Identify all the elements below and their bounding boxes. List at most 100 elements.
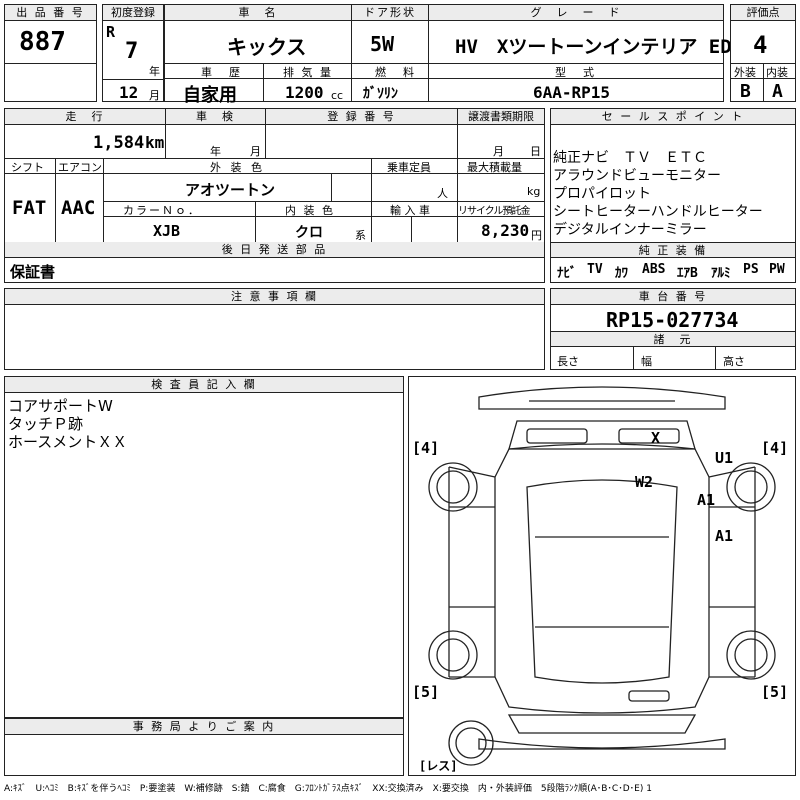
door-type: 5W	[370, 32, 395, 56]
capacity-unit: 人	[437, 187, 448, 200]
damage-mark: A1	[715, 527, 734, 545]
displacement: 1200	[285, 83, 324, 102]
displacement-label: 排 気 量	[283, 66, 333, 79]
tire-rl: [5]	[412, 683, 440, 701]
grade-label: グ レ ー ド	[428, 5, 723, 21]
mileage-unit: km	[145, 133, 165, 152]
sales-line: プロパイロット	[553, 186, 651, 202]
fuel-label: 燃 料	[375, 66, 417, 79]
reg-year: 7	[125, 39, 139, 64]
spare-tire-label: [レス]	[419, 759, 458, 773]
mileage: 1,584	[93, 133, 145, 153]
ac: AAC	[61, 197, 96, 219]
shift-label: シフト	[11, 161, 44, 174]
car-info-box: 車 名 ドア形状 グ レ ー ド キックス 5W HV Xツートーンインテリア …	[164, 4, 732, 106]
first-reg-label: 初度登録	[103, 5, 163, 21]
lot-number: 887	[19, 27, 66, 57]
equip-item: TV	[587, 262, 603, 277]
later-parts-label: 後 日 発 送 部 品	[5, 242, 544, 258]
capacity-label: 乗車定員	[387, 161, 431, 174]
intcolor-label: 内 装 色	[285, 204, 335, 217]
sales-label: セ ー ル ス ポ イ ン ト	[551, 109, 795, 125]
inspector-line: コアサポートW	[8, 397, 113, 415]
model-label: 型 式	[555, 66, 597, 79]
ext-color: アオツートン	[185, 181, 276, 199]
era: R	[106, 23, 116, 41]
inspector-line: ホースメントＸＸ	[8, 433, 128, 451]
ext-label: 外装	[734, 66, 756, 79]
office-label: 事 務 局 よ り ご 案 内	[5, 719, 403, 735]
chassis-box: 車 台 番 号 RP15-027734 諸 元 長さ 幅 高さ	[550, 288, 796, 370]
damage-mark: X	[651, 429, 661, 447]
equip-item: ﾅﾋﾞ	[557, 266, 577, 281]
ext-grade: B	[740, 81, 751, 102]
transfer-day-unit: 日	[530, 145, 541, 158]
inspector-box: 検 査 員 記 入 欄 コアサポートW タッチＰ跡 ホースメントＸＸ	[4, 376, 404, 718]
damage-mark: A1	[697, 491, 716, 509]
color-number: XJB	[153, 222, 181, 240]
int-label: 内装	[766, 66, 788, 79]
damage-mark: U1	[715, 449, 734, 467]
displacement-unit: cc	[331, 89, 344, 102]
tire-fr: [4]	[761, 439, 789, 457]
history: 自家用	[183, 85, 237, 106]
year-unit: 年	[149, 65, 160, 78]
damage-diagram: [4] [4] [5] [5] [レス] X W2 U1 A1 A1	[408, 376, 796, 776]
recycle-fee: 8,230	[481, 221, 530, 240]
shift: FAT	[12, 197, 47, 219]
chassis-number: RP15-027734	[606, 308, 739, 332]
regno-label: 登 録 番 号	[265, 109, 457, 125]
equip-item: ｶﾜ	[615, 266, 628, 281]
inspection-label: 車 検	[165, 109, 265, 125]
inspector-line: タッチＰ跡	[8, 415, 84, 433]
sales-line: シートヒーターハンドルヒーター	[553, 204, 763, 220]
fuel: ｶﾞｿﾘﾝ	[363, 86, 398, 102]
sales-points-box: セ ー ル ス ポ イ ン ト 純正ナビ ＴＶ ＥＴＣ アラウンドビューモニター…	[550, 108, 796, 283]
height-label: 高さ	[723, 355, 745, 368]
equip-item: PW	[769, 262, 785, 277]
ac-label: エアコン	[58, 161, 102, 174]
sales-line: 純正ナビ ＴＶ ＥＴＣ	[553, 150, 707, 166]
intcolor-unit: 系	[355, 229, 366, 242]
load-label: 最大積載量	[467, 161, 522, 174]
chassis-label: 車 台 番 号	[551, 289, 795, 305]
score: 4	[753, 31, 768, 59]
month-unit: 月	[149, 89, 160, 102]
recycle-label: リサイクル預託金	[458, 206, 530, 217]
notes-label: 注 意 事 項 欄	[5, 289, 544, 305]
lot-label: 出 品 番 号	[5, 5, 96, 21]
lot-box: 出 品 番 号 887	[4, 4, 97, 102]
load-unit: kg	[527, 185, 541, 198]
width-label: 幅	[641, 355, 652, 368]
int-grade: A	[772, 81, 783, 102]
equip-item: PS	[743, 262, 759, 277]
colorno-label: カラーＮｏ．	[123, 204, 201, 217]
tire-fl: [4]	[412, 439, 440, 457]
insp-year-unit: 年	[210, 145, 221, 158]
int-color: クロ	[295, 225, 323, 241]
name-label: 車 名	[165, 5, 351, 21]
equipment-label: 純 正 装 備	[551, 242, 795, 258]
history-label: 車 歴	[201, 66, 243, 79]
score-label: 評価点	[731, 5, 795, 21]
import-label: 輸 入 車	[390, 204, 430, 217]
later-parts: 保証書	[10, 263, 56, 281]
first-registration-box: 初度登録 R 7 年 12 月	[102, 4, 164, 102]
recycle-unit: 円	[531, 229, 542, 242]
reg-month: 12	[119, 83, 139, 102]
length-label: 長さ	[557, 355, 579, 368]
sales-line: アラウンドビューモニター	[553, 168, 721, 184]
transfer-month-unit: 月	[493, 145, 504, 158]
legend-text: A:ｷｽﾞ U:ﾍｺﾐ B:ｷｽﾞを伴うﾍｺﾐ P:要塗装 W:補修跡 S:錆 …	[4, 784, 652, 794]
damage-mark: W2	[635, 473, 654, 491]
door-label: ドア形状	[351, 5, 428, 21]
car-name: キックス	[227, 35, 307, 59]
spec-label: 諸 元	[551, 331, 795, 347]
equip-item: ABS	[642, 262, 666, 277]
tire-rr: [5]	[761, 683, 789, 701]
car-outline-diagram	[428, 386, 776, 766]
transfer-label: 譲渡書類期限	[457, 109, 544, 125]
model-code: 6AA-RP15	[533, 83, 611, 102]
sales-line: デジタルインナーミラー	[553, 222, 707, 238]
equip-item: ｱﾙﾐ	[711, 266, 731, 281]
